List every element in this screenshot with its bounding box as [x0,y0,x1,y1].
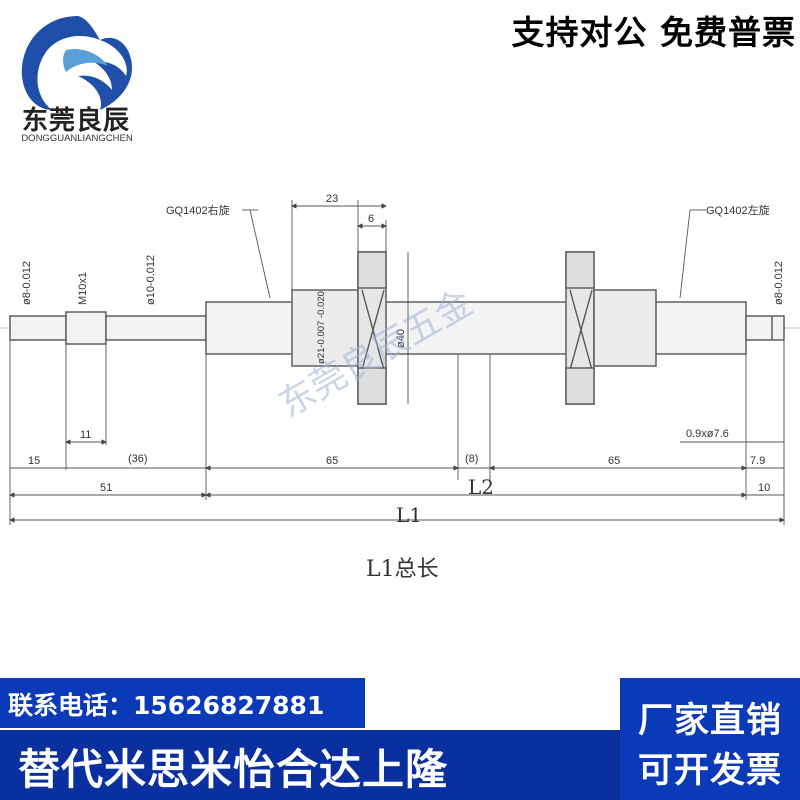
L2-label: L2 [468,475,494,499]
dim-51: 51 [100,482,112,494]
replace-box: 替代米思米怡合达上隆 [0,730,620,800]
phone-text: 联系电话：15626827881 [8,691,325,720]
d10-label: ø10-0.012 [145,255,157,305]
replace-text: 替代米思米怡合达上隆 [18,745,449,794]
footer-left: 联系电话：15626827881 替代米思米怡合达上隆 [0,678,620,800]
direct-sale-text: 厂家直销 [637,701,782,741]
dim-23: 23 [326,193,338,205]
brand-name-en: DONGGUANLIANGCHEN [21,133,133,144]
d8-left-label: ø8-0.012 [21,261,33,305]
L1-label: L1 [396,503,422,527]
d8-right-label: ø8-0.012 [773,261,785,305]
groove-label: 0.9xø7.6 [686,428,729,440]
phone-box: 联系电话：15626827881 [0,678,365,728]
total-length-label: L1总长 [366,557,439,582]
top-banner: 支持对公 免费普票 [511,13,796,52]
invoice-text: 可开发票 [637,751,782,791]
dim-65-right: 65 [608,455,620,467]
m10-label: M10x1 [77,272,89,305]
dim-10: 10 [758,482,770,494]
brand-name-cn: 东莞良辰 [21,106,130,136]
footer-right: 厂家直销 可开发票 [620,678,800,800]
dim-6: 6 [368,213,374,225]
dim-8: (8) [465,453,478,465]
dim-36: (36) [128,453,148,465]
company-logo-icon [21,16,132,110]
dim-65-left: 65 [326,455,338,467]
d40-label: ø40 [395,329,407,348]
right-nut-label: GQ1402左旋 [706,203,770,217]
ball-screw-drawing: GQ1402右旋 GQ1402左旋 23 6 11 15 (36) 65 (8)… [0,193,800,582]
dim-15: 15 [28,455,40,467]
dim-7-9: 7.9 [750,455,765,467]
left-nut-label: GQ1402右旋 [166,203,230,217]
dim-11: 11 [80,429,91,441]
d21-label: ø21-0.007 -0.020 [316,291,327,364]
